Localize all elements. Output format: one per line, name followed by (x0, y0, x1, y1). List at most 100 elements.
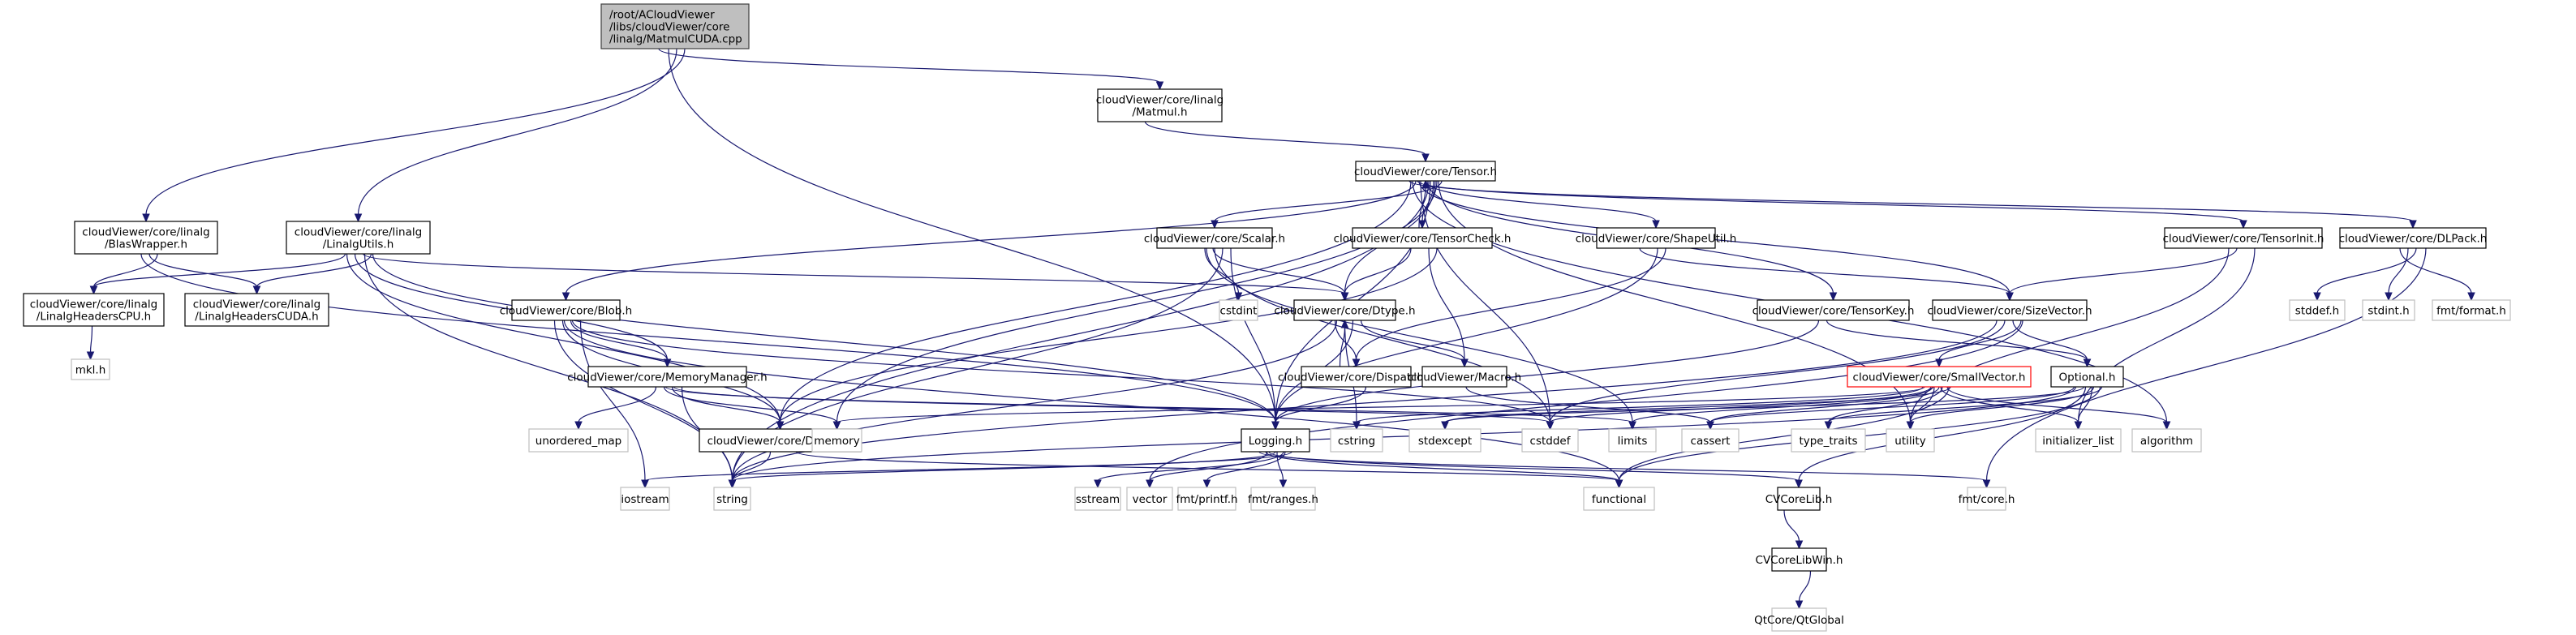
node-string[interactable]: string (713, 487, 751, 511)
node-blob[interactable]: cloudViewer/core/Blob.h (500, 299, 632, 321)
node-logging[interactable]: Logging.h (1241, 428, 1310, 453)
edge-optional-to-initializer_list (2077, 386, 2093, 423)
edge-smallvector-to-stdexcept (1444, 386, 1951, 423)
edge-root-to-matmul (658, 48, 1161, 84)
node-box-initializer_list (2035, 428, 2122, 453)
arrowhead-smallvector-to-cstddef (1546, 421, 1555, 431)
node-box-tensorinit (2164, 227, 2323, 249)
arrowhead-scalar-to-cstdint (1234, 292, 1243, 302)
node-type_traits[interactable]: type_traits (1791, 428, 1866, 453)
edge-lhcpu-to-mkl (89, 325, 93, 354)
edge-root-to-linalgutils (357, 48, 677, 216)
node-lhcpu[interactable]: cloudViewer/core/linalg/LinalgHeadersCPU… (23, 293, 165, 327)
node-box-tensorkey (1757, 299, 1910, 321)
node-tensorcheck[interactable]: cloudViewer/core/TensorCheck.h (1334, 227, 1512, 249)
node-label-blob: cloudViewer/core/Blob.h (500, 305, 632, 318)
node-label-utility: utility (1894, 435, 1925, 448)
edge-shapeutil-to-sizevector (1639, 247, 2010, 294)
node-qtglobal[interactable]: QtCore/QtGlobal (1754, 607, 1844, 632)
edge-smallvector-to-initializer_list (1940, 386, 2079, 423)
arrowhead-memorymanager-to-unordered_map (574, 421, 583, 431)
node-lhcuda[interactable]: cloudViewer/core/linalg/LinalgHeadersCUD… (184, 293, 329, 327)
node-label-string: string (716, 493, 748, 506)
node-label-cassert: cassert (1691, 435, 1731, 448)
node-fmtranges[interactable]: fmt/ranges.h (1248, 487, 1318, 511)
node-tensorkey[interactable]: cloudViewer/core/TensorKey.h (1752, 299, 1915, 321)
node-box-dispatch (1301, 366, 1412, 388)
node-utility[interactable]: utility (1886, 428, 1935, 453)
edge-tensorcheck-to-dtype (1344, 247, 1412, 294)
node-optional[interactable]: Optional.h (2050, 366, 2124, 388)
node-mkl[interactable]: mkl.h (71, 358, 110, 380)
edge-memorymanager-to-device (671, 386, 781, 423)
node-box-cassert (1681, 428, 1740, 453)
node-cvcorelib[interactable]: CVCoreLib.h (1765, 487, 1833, 511)
arrowhead-tensor-to-dlpack (2409, 220, 2417, 230)
node-label-initializer_list: initializer_list (2042, 435, 2114, 448)
node-dispatch[interactable]: cloudViewer/core/Dispatch.h (1278, 366, 1434, 388)
node-box-stdint_h (2362, 299, 2415, 321)
node-vector[interactable]: vector (1126, 487, 1173, 511)
node-label-lhcpu: /LinalgHeadersCPU.h (37, 311, 151, 324)
node-label-stdexcept: stdexcept (1418, 435, 1472, 448)
arrowhead-logging-to-string (728, 479, 737, 489)
node-box-utility (1886, 428, 1935, 453)
node-cassert[interactable]: cassert (1681, 428, 1740, 453)
edge-matmul-to-tensor (1144, 121, 1426, 156)
node-cstdint[interactable]: cstdint (1219, 299, 1258, 321)
edge-smallvector-to-limits (1632, 386, 1933, 423)
node-memory[interactable]: memory (811, 428, 862, 453)
node-fmtprintf[interactable]: fmt/printf.h (1176, 487, 1238, 511)
node-fmtformat[interactable]: fmt/format.h (2432, 299, 2511, 321)
edge-optional-to-utility (1909, 386, 2095, 423)
node-scalar[interactable]: cloudViewer/core/Scalar.h (1144, 227, 1285, 249)
node-stddef_h[interactable]: stddef.h (2289, 299, 2346, 321)
node-matmul[interactable]: cloudViewer/core/linalg/Matmul.h (1096, 88, 1223, 122)
node-blaswrapper[interactable]: cloudViewer/core/linalg/BlasWrapper.h (74, 221, 218, 255)
node-iostream[interactable]: iostream (620, 487, 670, 511)
node-smallvector[interactable]: cloudViewer/core/SmallVector.h (1847, 366, 2032, 388)
node-sizevector[interactable]: cloudViewer/core/SizeVector.h (1927, 299, 2092, 321)
node-label-tensor: cloudViewer/core/Tensor.h (1354, 165, 1497, 178)
node-box-root (600, 3, 750, 49)
node-cstddef[interactable]: cstddef (1521, 428, 1579, 453)
node-stdint_h[interactable]: stdint.h (2362, 299, 2415, 321)
node-shapeutil[interactable]: cloudViewer/core/ShapeUtil.h (1576, 227, 1737, 249)
edge-device-to-string (731, 451, 772, 482)
node-box-cstddef (1521, 428, 1579, 453)
arrowhead-logging-to-fmtcore (1982, 479, 1991, 489)
node-functional[interactable]: functional (1583, 487, 1655, 511)
node-cstring[interactable]: cstring (1330, 428, 1383, 453)
arrowhead-logging-to-iostream (641, 479, 649, 489)
edge-root-to-blaswrapper (145, 48, 686, 216)
node-sstream[interactable]: sstream (1074, 487, 1121, 511)
node-label-cstring: cstring (1338, 435, 1375, 448)
edge-logging-to-fmtprintf (1206, 451, 1286, 482)
node-dlpack[interactable]: cloudViewer/core/DLPack.h (2339, 227, 2488, 249)
node-box-type_traits (1791, 428, 1866, 453)
node-box-linalgutils (286, 221, 431, 255)
arrowhead-optional-to-cassert (1706, 421, 1714, 431)
edge-dlpack-to-fmtformat (2399, 247, 2472, 294)
node-tensor[interactable]: cloudViewer/core/Tensor.h (1354, 161, 1497, 182)
node-dtype[interactable]: cloudViewer/core/Dtype.h (1274, 299, 1416, 321)
edge-smallvector-to-memory (836, 386, 1925, 423)
node-stdexcept[interactable]: stdexcept (1408, 428, 1482, 453)
node-algorithm[interactable]: algorithm (2131, 428, 2202, 453)
edge-blob-to-memorymanager (570, 320, 669, 361)
node-memorymanager[interactable]: cloudViewer/core/MemoryManager.h (567, 366, 768, 388)
node-label-fmtcore: fmt/core.h (1959, 493, 2015, 506)
node-fmtcore[interactable]: fmt/core.h (1959, 487, 2015, 511)
arrowhead-sizevector-to-smallvector (1935, 358, 1943, 368)
node-box-fmtformat (2432, 299, 2511, 321)
node-cvcorelibwin[interactable]: CVCoreLibWin.h (1756, 547, 1843, 572)
node-root[interactable]: /root/ACloudViewer/libs/cloudViewer/core… (600, 3, 750, 49)
node-tensorinit[interactable]: cloudViewer/core/TensorInit.h (2163, 227, 2324, 249)
node-unordered_map[interactable]: unordered_map (528, 428, 629, 453)
edge-scalar-to-logging (1230, 247, 1276, 423)
node-macro[interactable]: cloudViewer/Macro.h (1408, 366, 1521, 388)
node-label-qtglobal: QtCore/QtGlobal (1754, 614, 1844, 627)
node-limits[interactable]: limits (1608, 428, 1657, 453)
node-initializer_list[interactable]: initializer_list (2035, 428, 2122, 453)
node-linalgutils[interactable]: cloudViewer/core/linalg/LinalgUtils.h (286, 221, 431, 255)
